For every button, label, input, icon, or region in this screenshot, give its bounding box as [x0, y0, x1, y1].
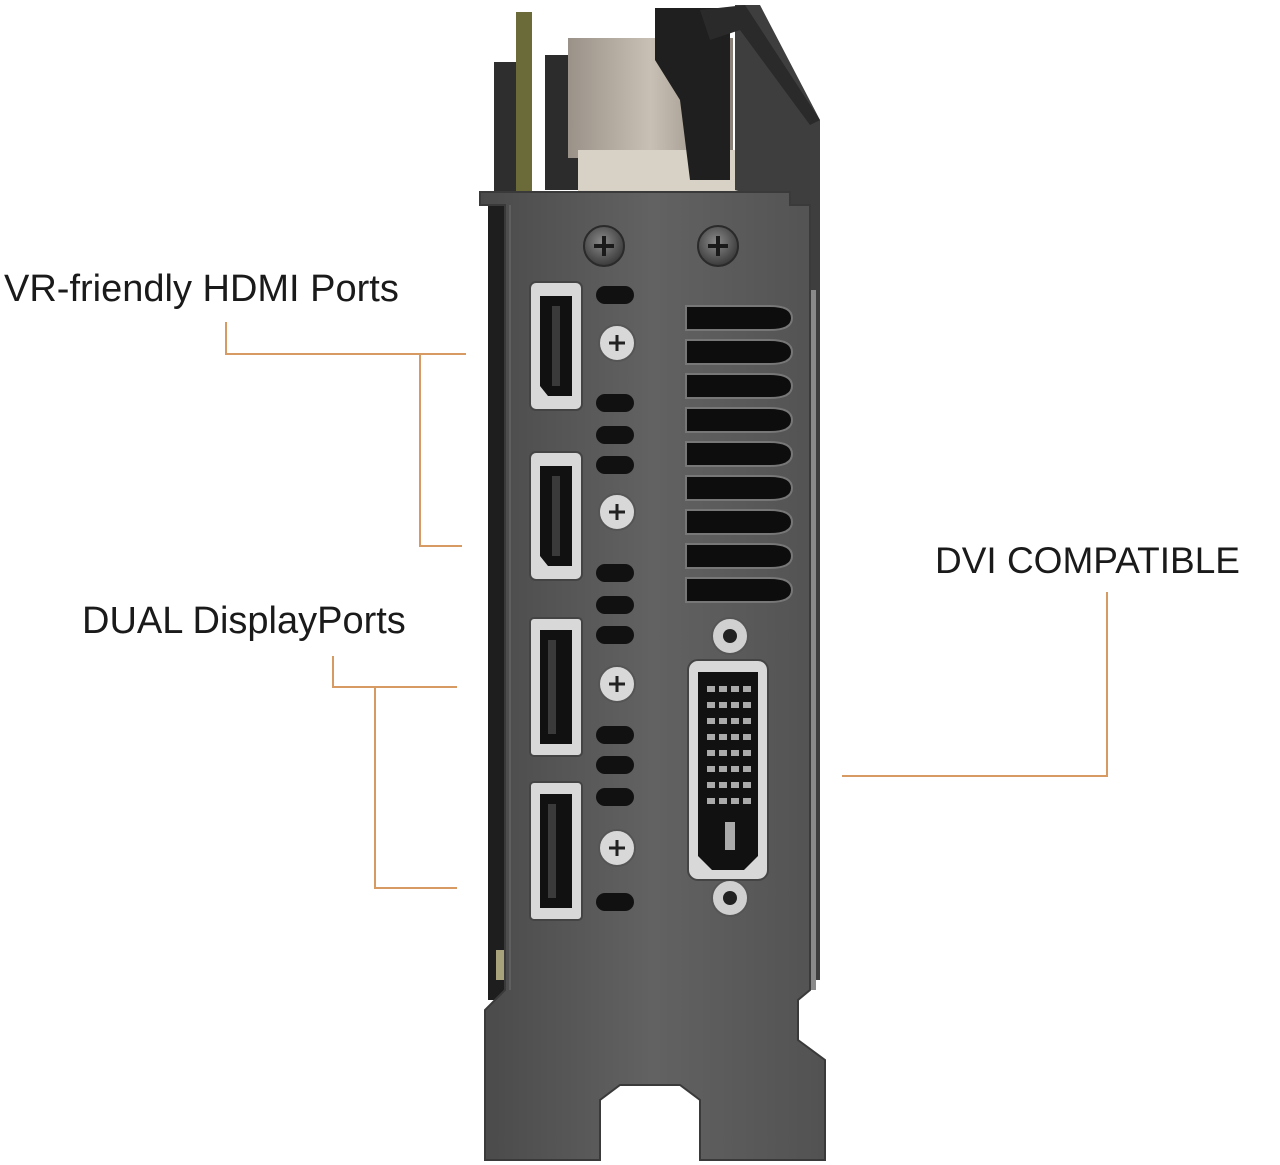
small-vent-slots: [596, 286, 634, 911]
dvi-callout-label: DVI COMPATIBLE: [935, 540, 1240, 581]
displayport-callout-label: DUAL DisplayPorts: [82, 600, 406, 642]
callout-leader-lines: [225, 322, 1108, 889]
displayport-leader-line: [332, 656, 457, 688]
port-screws: [598, 324, 636, 867]
bracket-screw-right: [697, 225, 739, 267]
dvi-leader-line: [842, 592, 1108, 777]
exhaust-vents: [685, 305, 794, 603]
hdmi-port-1: [529, 281, 583, 411]
hdmi-callout-label: VR-friendly HDMI Ports: [4, 268, 399, 310]
hdmi-leader-line: [225, 322, 466, 355]
hdmi-port-2: [529, 451, 583, 581]
bracket-screw-left: [583, 225, 625, 267]
displayport-2: [529, 781, 583, 921]
dvi-port: [687, 617, 769, 917]
displayport-1: [529, 617, 583, 757]
heatsink: [545, 8, 750, 192]
